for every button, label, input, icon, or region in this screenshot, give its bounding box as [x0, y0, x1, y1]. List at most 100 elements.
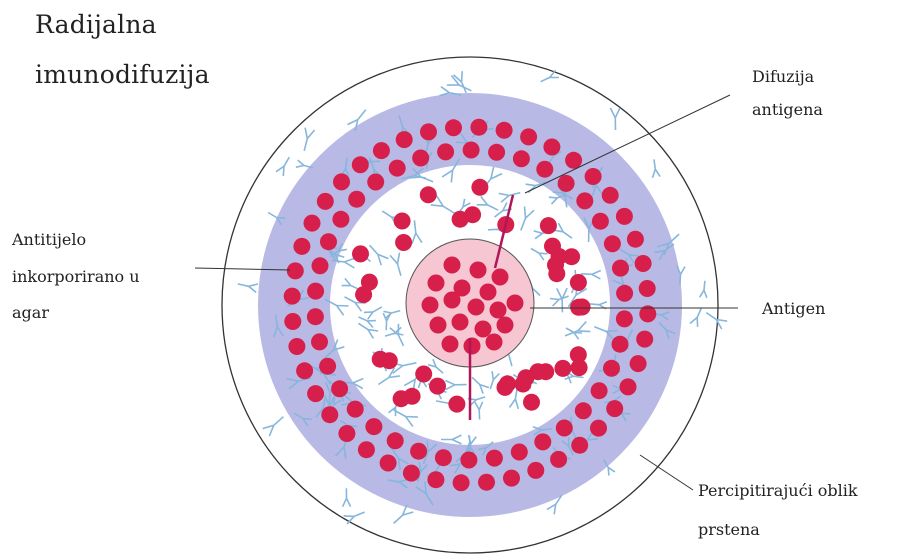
antigen-dot: [570, 346, 587, 363]
antigen-dot: [520, 128, 537, 145]
antigen-dot: [352, 245, 369, 262]
antigen-dot: [507, 295, 524, 312]
antigen-dot: [523, 394, 540, 411]
antigen-dot: [492, 269, 509, 286]
antibody-label-line-1: Antitijelo: [12, 223, 86, 257]
antigen-dot: [565, 152, 582, 169]
antigen-dot: [442, 336, 459, 353]
ring-label-line-2: prstena: [698, 513, 760, 547]
antigen-dot: [320, 233, 337, 250]
antigen-dot: [332, 211, 349, 228]
antigen-dot: [486, 334, 503, 351]
antigen-dot: [463, 142, 480, 159]
antigen-dot: [612, 260, 629, 277]
ring-label-line-1: Percipitirajući oblik: [698, 474, 858, 508]
antigen-dot: [373, 142, 390, 159]
title-line-2: imunodifuzija: [35, 60, 210, 89]
antigen-dot: [415, 366, 432, 383]
antigen-dot: [576, 192, 593, 209]
antigen-dot: [570, 299, 587, 316]
antibody-label-line-3: agar: [12, 296, 49, 330]
antigen-dot: [460, 452, 477, 469]
antigen-dot: [536, 161, 553, 178]
antigen-dot: [348, 191, 365, 208]
antigen-dot: [287, 262, 304, 279]
antigen-dot: [464, 206, 481, 223]
antigen-dot: [602, 187, 619, 204]
antigen-dot: [307, 385, 324, 402]
antigen-dot: [365, 418, 382, 435]
antigen-dot: [372, 351, 389, 368]
antigen-dot: [445, 119, 462, 136]
antigen-dot: [612, 336, 629, 353]
antigen-dot: [571, 437, 588, 454]
antigen-dot: [556, 420, 573, 437]
antigen-dot: [358, 441, 375, 458]
antigen-dot: [404, 388, 421, 405]
antigen-dot: [429, 378, 446, 395]
antigen-dot: [288, 338, 305, 355]
antigen-dot: [437, 143, 454, 160]
antigen-dot: [311, 333, 328, 350]
antigen-dot: [563, 248, 580, 265]
antigen-dot: [430, 317, 447, 334]
antigen-dot: [296, 362, 313, 379]
diffusion-label-line-1: Difuzija: [752, 60, 814, 94]
antigen-dot: [468, 299, 485, 316]
antigen-dot: [604, 235, 621, 252]
antigen-dot: [422, 297, 439, 314]
antigen-dot: [616, 285, 633, 302]
antigen-dot: [453, 474, 470, 491]
antigen-dot: [606, 400, 623, 417]
antigen-dot: [420, 186, 437, 203]
antigen-dot: [488, 144, 505, 161]
antigen-dot: [543, 139, 560, 156]
antigen-dot: [444, 257, 461, 274]
antigen-dot: [338, 425, 355, 442]
antigen-dot: [497, 317, 514, 334]
antigen-dot: [394, 213, 411, 230]
antigen-dot: [307, 308, 324, 325]
antigen-dot: [470, 262, 487, 279]
antigen-dot: [321, 406, 338, 423]
antigen-dot: [475, 321, 492, 338]
antigen-dot: [312, 257, 329, 274]
antigen-dot: [636, 331, 653, 348]
antigen-dot: [355, 286, 372, 303]
antigen-dot: [428, 275, 445, 292]
antigen-dot: [412, 150, 429, 167]
antigen-dot: [511, 444, 528, 461]
antigen-dot: [284, 313, 301, 330]
antigen-dot: [590, 420, 607, 437]
antigen-dot: [435, 449, 452, 466]
antigen-dot: [527, 462, 544, 479]
antigen-label: Antigen: [762, 292, 825, 326]
antigen-dot: [480, 284, 497, 301]
antigen-dot: [420, 123, 437, 140]
antigen-dot: [575, 402, 592, 419]
antigen-dot: [627, 231, 644, 248]
antigen-dot: [333, 173, 350, 190]
antigen-dot: [603, 360, 620, 377]
antigen-dot: [639, 280, 656, 297]
antigen-dot: [540, 217, 557, 234]
antigen-dot: [513, 150, 530, 167]
antigen-dot: [554, 360, 571, 377]
antigen-dot: [547, 257, 564, 274]
antigen-dot: [591, 382, 608, 399]
antigen-dot: [635, 255, 652, 272]
title-line-1: Radijalna: [35, 10, 157, 39]
antigen-dot: [352, 156, 369, 173]
antigen-dot: [470, 119, 487, 136]
antigen-dot: [490, 302, 507, 319]
antigen-dot: [570, 274, 587, 291]
antigen-dot: [307, 283, 324, 300]
antigen-dot: [464, 338, 481, 355]
antigen-dot: [403, 465, 420, 482]
antigen-dot: [387, 432, 404, 449]
antigen-dot: [630, 355, 647, 372]
antigen-dot: [331, 380, 348, 397]
antigen-dot: [427, 471, 444, 488]
antigen-dot: [396, 131, 413, 148]
antigen-dot: [304, 215, 321, 232]
